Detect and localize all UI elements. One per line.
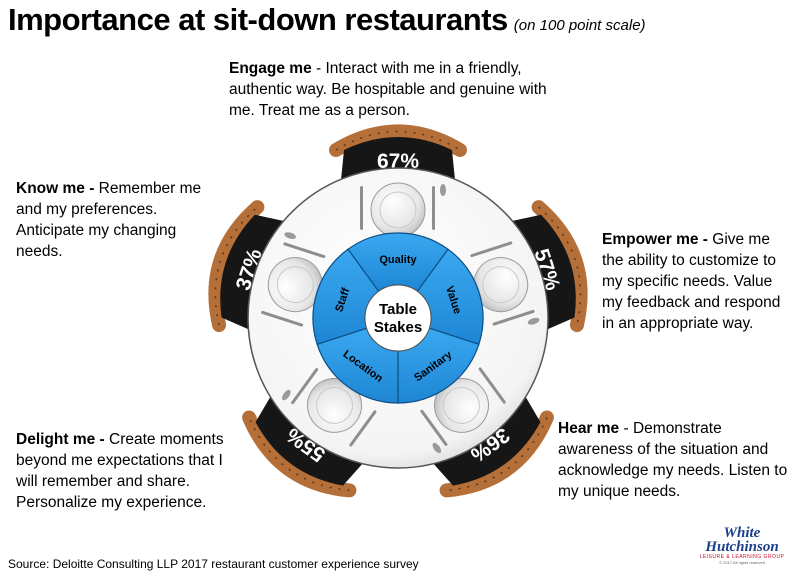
desc-engage: Engage me - Interact with me in a friend… xyxy=(229,58,549,121)
table-stakes-line1: Table xyxy=(379,301,417,318)
table-stakes-line2: Stakes xyxy=(374,319,422,336)
fork-engage xyxy=(360,186,363,230)
desc-engage-heading: Engage me xyxy=(229,60,312,77)
plate-rim-hear xyxy=(442,386,480,424)
source-note: Source: Deloitte Consulting LLP 2017 res… xyxy=(8,557,419,571)
chair-back-know xyxy=(208,200,265,333)
spoon-delight xyxy=(282,389,291,401)
fork-hear xyxy=(478,367,506,404)
desc-hear: Hear me - Demonstrate awareness of the s… xyxy=(558,418,790,502)
place-setting-hear xyxy=(420,367,506,454)
fork-know xyxy=(261,310,304,327)
desc-delight: Delight me - Create moments beyond me ex… xyxy=(16,429,238,513)
spoon-empower xyxy=(527,317,540,325)
place-setting-engage xyxy=(360,182,446,238)
spoon-hear xyxy=(432,442,442,454)
title-main: Importance at sit-down restaurants xyxy=(8,2,508,37)
chair-back-engage xyxy=(329,124,467,157)
plate-rim-know xyxy=(276,266,314,304)
spoon-engage xyxy=(440,184,446,196)
desc-hear-heading: Hear me xyxy=(558,420,620,437)
desc-empower-text: Give me the ability to customize to my s… xyxy=(602,231,781,332)
spoon-know xyxy=(284,232,296,240)
fork-empower xyxy=(470,241,513,258)
place-setting-delight xyxy=(282,368,377,447)
fork-delight xyxy=(349,410,377,447)
knife-delight xyxy=(291,368,319,405)
seat-pct-engage: 67% xyxy=(377,150,419,173)
knife-empower xyxy=(492,309,535,326)
plate-rim-empower xyxy=(482,266,520,304)
desc-empower: Empower me - Give me the ability to cust… xyxy=(602,229,794,334)
desc-engage-text: - Interact with me in a friendly, authen… xyxy=(229,60,547,119)
knife-engage xyxy=(432,186,435,230)
logo-line2: Hutchinson xyxy=(705,539,779,555)
place-setting-empower xyxy=(470,241,540,326)
desc-know: Know me - Remember me and my preferences… xyxy=(16,178,226,262)
chair-back-empower xyxy=(531,200,588,333)
white-hutchinson-logo: White Hutchinson LEISURE & LEARNING GROU… xyxy=(696,525,788,566)
logo-line1: White xyxy=(723,525,761,541)
stake-label-quality: Quality xyxy=(379,254,417,266)
place-settings xyxy=(261,182,540,454)
place-setting-know xyxy=(261,232,326,327)
plate-engage xyxy=(370,182,426,238)
knife-know xyxy=(283,242,326,259)
table-stakes-center xyxy=(364,284,432,352)
chart-title: Importance at sit-down restaurants (on 10… xyxy=(8,2,646,38)
logo-line4: © 2017 All rights reserved xyxy=(719,560,765,565)
chair-back-hear xyxy=(439,410,554,498)
chair-back-delight xyxy=(242,410,357,498)
plate-rim-delight xyxy=(316,386,354,424)
desc-hear-text: - Demonstrate awareness of the situation… xyxy=(558,420,788,500)
knife-hear xyxy=(420,409,448,446)
desc-know-heading: Know me - xyxy=(16,180,95,197)
desc-delight-text: Create moments beyond me expectations th… xyxy=(16,431,224,511)
logo-line3: LEISURE & LEARNING GROUP xyxy=(699,554,785,560)
desc-empower-heading: Empower me - xyxy=(602,231,708,248)
plate-rim-engage xyxy=(379,191,417,229)
desc-delight-heading: Delight me - xyxy=(16,431,105,448)
title-subtitle: (on 100 point scale) xyxy=(513,17,646,34)
desc-know-text: Remember me and my preferences. Anticipa… xyxy=(16,180,202,260)
